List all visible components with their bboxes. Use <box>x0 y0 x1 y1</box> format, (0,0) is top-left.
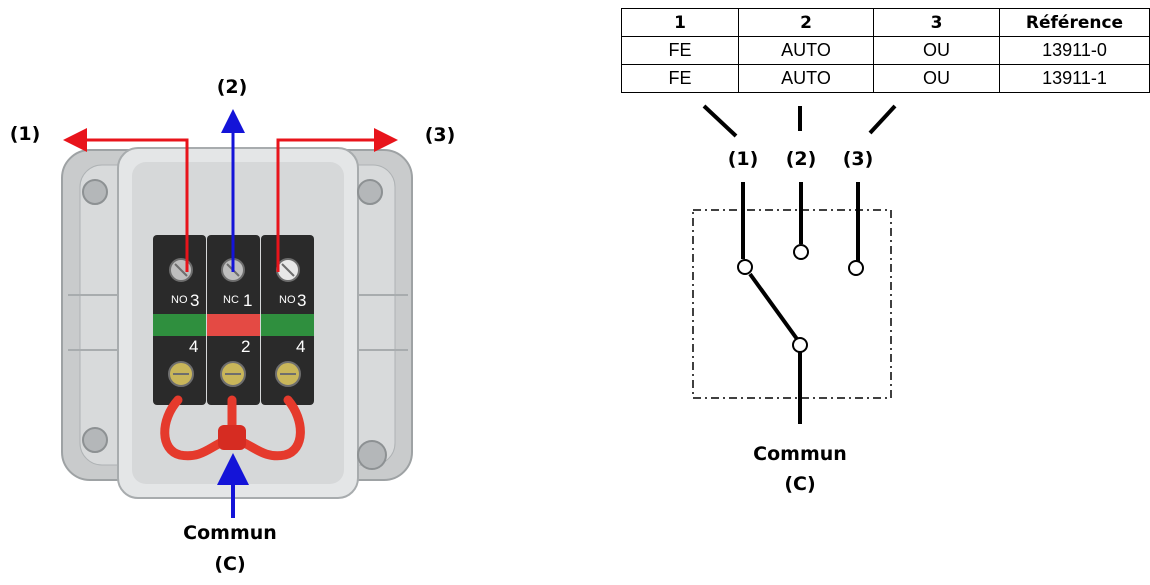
terminal-2 <box>793 244 809 260</box>
screw-hole-br <box>357 440 387 470</box>
schematic-common-label: Commun <box>753 443 847 465</box>
schematic-common-sub: (C) <box>784 473 816 495</box>
table-header: Référence <box>999 8 1150 37</box>
contact-2-bottom-num: 2 <box>241 337 250 356</box>
table-cell: FE <box>621 64 739 93</box>
schematic-label-2: (2) <box>785 148 817 170</box>
schematic-label-1: (1) <box>727 148 759 170</box>
leader-1 <box>702 104 738 138</box>
terminal-3 <box>848 260 864 276</box>
table-cell: AUTO <box>738 64 874 93</box>
contact-1-type: NO <box>171 294 188 306</box>
table-cell: 13911-1 <box>999 64 1150 93</box>
table-header: 1 <box>621 8 739 37</box>
screw-hole-tl <box>82 179 108 205</box>
photo-label-3: (3) <box>424 124 456 146</box>
photo-label-1: (1) <box>9 123 41 145</box>
table-cell: FE <box>621 36 739 65</box>
reference-table: 1 2 3 Référence FE AUTO OU 13911-0 FE AU… <box>621 8 1150 93</box>
arrow-3 <box>276 128 398 272</box>
screw-hole-tr <box>357 179 383 205</box>
photo-common-label: Commun <box>183 522 277 544</box>
leader-3 <box>868 104 897 135</box>
table-cell: AUTO <box>738 36 874 65</box>
screw-hole-bl <box>82 427 108 453</box>
switch-box-photo: NO 3 4 NC 1 2 NO 3 4 <box>61 109 413 518</box>
contact-3-type: NO <box>279 294 296 306</box>
terminal-1 <box>737 259 753 275</box>
switch-enclosure <box>692 209 892 399</box>
contact-1-bottom-num: 4 <box>189 337 198 356</box>
contact-block-1: NO 3 4 <box>153 235 206 405</box>
contact-3-top-num: 3 <box>297 291 306 310</box>
contact-3-bottom-num: 4 <box>296 337 305 356</box>
switch-schematic <box>692 104 897 424</box>
table-cell: OU <box>873 64 1000 93</box>
contact-2-type: NC <box>223 294 239 306</box>
contact-2-top-num: 1 <box>243 291 252 310</box>
contact-block-3: NO 3 4 <box>261 235 314 405</box>
photo-label-2: (2) <box>216 76 248 98</box>
schematic-label-3: (3) <box>842 148 874 170</box>
contact-1-top-num: 3 <box>190 291 199 310</box>
table-row: FE AUTO OU 13911-1 <box>621 64 1150 93</box>
photo-common-sub: (C) <box>214 553 246 575</box>
arrow-1 <box>63 128 189 272</box>
switch-lever <box>748 272 799 341</box>
terminal-common <box>792 337 808 353</box>
